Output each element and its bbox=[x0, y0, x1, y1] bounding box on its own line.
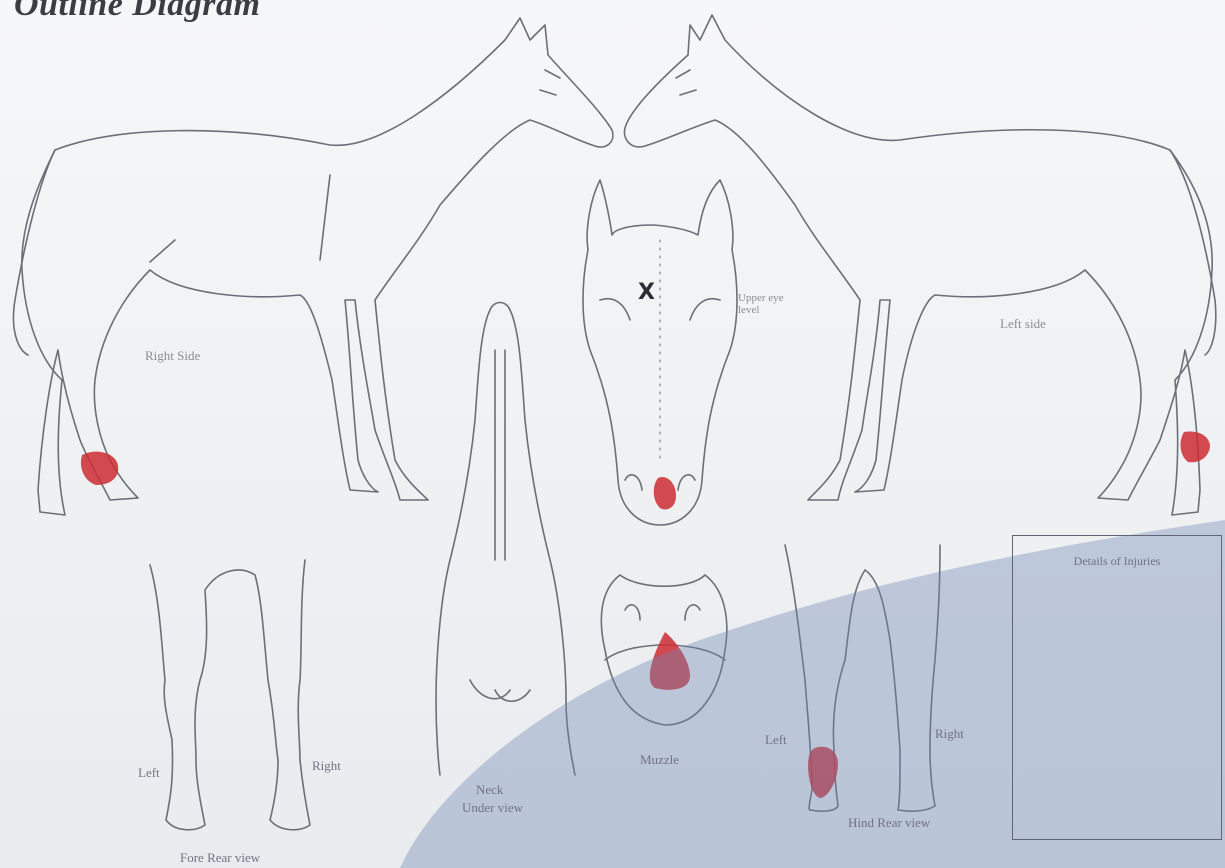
head-x-marker: X bbox=[638, 280, 655, 305]
label-hind-right: Right bbox=[935, 726, 964, 742]
injury-left-hindleg bbox=[1181, 432, 1210, 463]
fore-rear-view-outline bbox=[150, 560, 310, 830]
label-neck-under-view: Under view bbox=[462, 800, 523, 816]
label-neck: Neck bbox=[476, 782, 503, 798]
neck-under-view-outline bbox=[436, 303, 575, 776]
left-side-horse-outline bbox=[624, 15, 1215, 515]
label-muzzle: Muzzle bbox=[640, 752, 679, 768]
label-right-side: Right Side bbox=[145, 348, 200, 364]
label-fore-rear-view: Fore Rear view bbox=[180, 850, 260, 866]
label-hind-left: Left bbox=[765, 732, 787, 748]
details-box-header: Details of Injuries bbox=[1013, 554, 1221, 569]
label-left-side: Left side bbox=[1000, 316, 1046, 332]
injury-right-foreleg bbox=[81, 452, 118, 485]
label-hind-rear-view: Hind Rear view bbox=[848, 815, 930, 831]
injury-nose bbox=[654, 477, 676, 510]
label-fore-left: Left bbox=[138, 765, 160, 781]
front-head-outline bbox=[583, 180, 737, 525]
label-fore-right: Right bbox=[312, 758, 341, 774]
details-of-injuries-box: Details of Injuries bbox=[1012, 535, 1222, 840]
label-upper-eye-level: Upper eye level bbox=[738, 292, 798, 316]
right-side-horse-outline bbox=[13, 18, 612, 515]
